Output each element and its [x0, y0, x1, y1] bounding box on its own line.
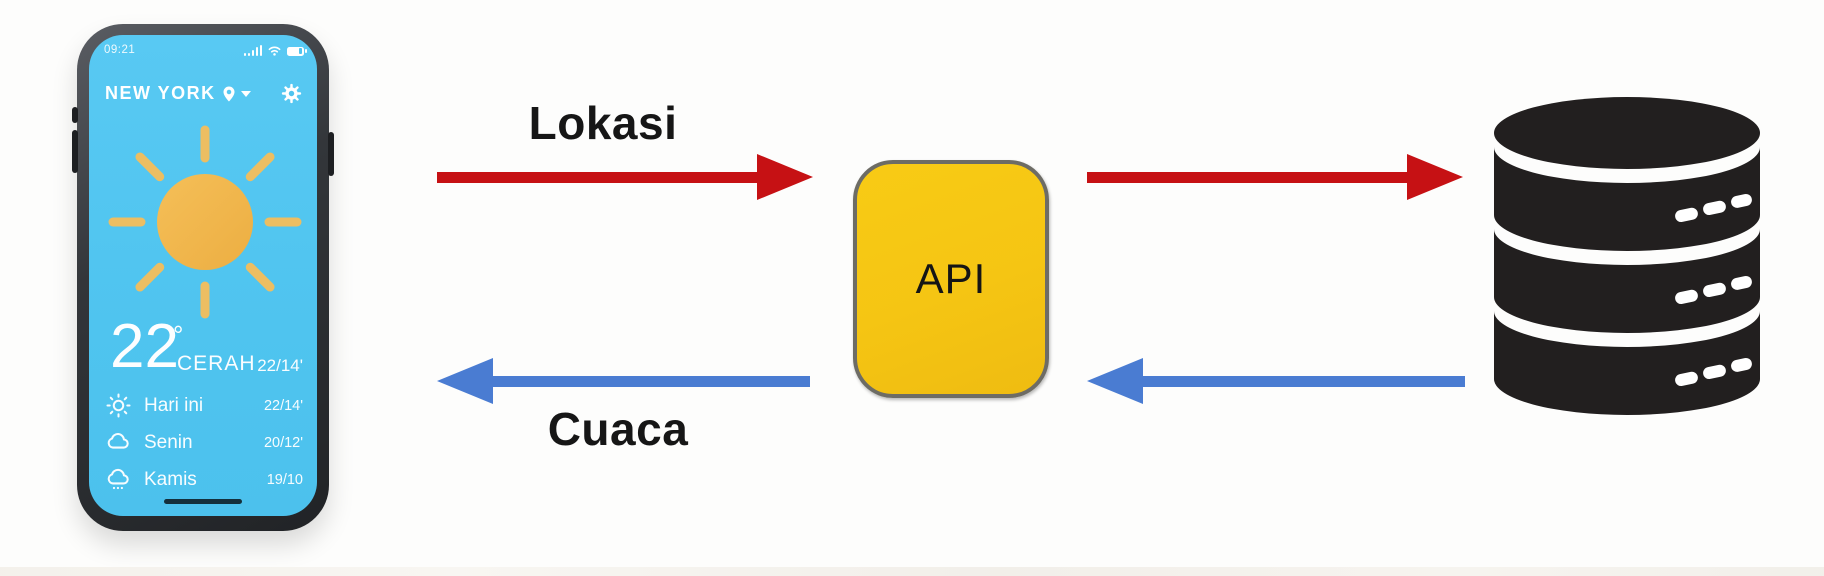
sun-illustration: [108, 125, 302, 319]
forecast-row[interactable]: Senin 20/12': [105, 424, 303, 461]
city-name: NEW YORK: [105, 83, 216, 103]
temperature-range: 22/14': [257, 356, 303, 375]
arrow-database-to-api: [1087, 358, 1465, 404]
forecast-row[interactable]: Kamis 19/10: [105, 461, 303, 498]
forecast-list: Hari ini 22/14' Senin 20/12': [105, 387, 303, 498]
forecast-day: Senin: [144, 431, 193, 453]
arrowhead-right-icon: [757, 154, 813, 200]
forecast-range: 19/10: [266, 471, 303, 488]
response-label: Cuaca: [547, 403, 689, 455]
weather-app-screen: 09:21 NEW YORK: [89, 35, 317, 516]
phone-power-button: [328, 132, 334, 176]
arrow-api-to-database: [1087, 154, 1463, 200]
forecast-range: 20/12': [263, 434, 303, 451]
status-time: 09:21: [104, 44, 136, 56]
battery-icon: [287, 46, 307, 56]
phone-volume-button: [72, 130, 78, 173]
sun-outline-icon: [106, 393, 131, 418]
forecast-day: Hari ini: [144, 394, 204, 416]
arrowhead-left-icon: [437, 358, 493, 404]
api-node: API: [853, 160, 1049, 398]
cloud-icon: [107, 433, 129, 449]
api-label: API: [915, 255, 987, 302]
arrowhead-left-icon: [1087, 358, 1143, 404]
arrow-phone-to-api: [437, 154, 813, 200]
wifi-icon: [268, 46, 281, 56]
forecast-row[interactable]: Hari ini 22/14': [105, 387, 303, 424]
status-bar: 09:21: [104, 44, 307, 56]
request-label: Lokasi: [528, 97, 678, 149]
bottom-edge-artifact: [0, 567, 1824, 576]
current-temperature: 22: [110, 312, 179, 381]
current-weather: 22 ° CERAH 22/14': [89, 312, 317, 381]
chevron-down-icon[interactable]: [240, 90, 251, 97]
gear-icon[interactable]: [281, 83, 302, 104]
location-pin-icon[interactable]: [223, 86, 235, 102]
database-cylinder-icon: [1494, 97, 1760, 415]
forecast-day: Kamis: [144, 468, 197, 490]
arrowhead-right-icon: [1407, 154, 1463, 200]
smartphone-mockup: 09:21 NEW YORK: [72, 24, 334, 531]
phone-volume-button: [72, 107, 78, 123]
forecast-range: 22/14': [263, 397, 303, 414]
degree-symbol: °: [173, 320, 184, 350]
arrow-api-to-phone: [437, 358, 810, 404]
weather-condition: CERAH: [177, 352, 256, 375]
signal-bars-icon: [243, 44, 262, 56]
home-indicator[interactable]: [164, 499, 242, 504]
app-header: NEW YORK: [105, 83, 302, 104]
rain-cloud-icon: [107, 468, 129, 490]
